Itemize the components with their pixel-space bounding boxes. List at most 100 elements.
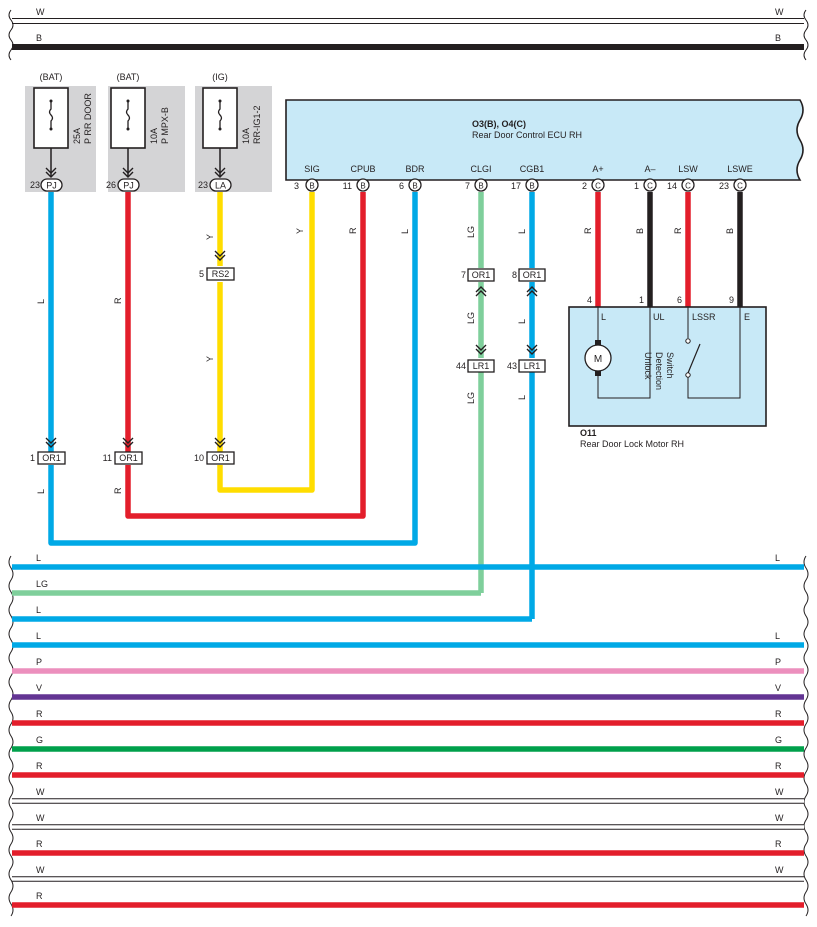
arrow-up-icon	[526, 286, 538, 297]
connector-code: C	[685, 182, 691, 191]
fuse-name: P MPX-B	[160, 107, 170, 144]
break-mark-right	[803, 555, 809, 917]
connector-code: B	[529, 182, 534, 191]
bus-label-left: LG	[36, 579, 48, 589]
connector-code: C	[737, 182, 743, 191]
terminal-label: SIG	[304, 164, 320, 174]
wire-label: LG	[466, 312, 476, 324]
break-mark-left	[8, 555, 14, 917]
fuse-rating: 10A	[149, 128, 159, 144]
junction-connectors: 5 RS2 7 OR1 8 OR1 44 LR1 43 LR1 1 OR1 11…	[30, 250, 546, 465]
bus-label-left: R	[36, 891, 43, 901]
connector-pin	[356, 178, 370, 192]
pin-number: 1	[30, 453, 35, 463]
wire-label: R	[583, 227, 593, 234]
bus-label-left: L	[36, 605, 41, 615]
ecu-rear-door-control: O3(B), O4(C) Rear Door Control ECU RH	[285, 99, 804, 181]
connector-code: LA	[215, 181, 226, 191]
connector-code: B	[360, 182, 365, 191]
connector-code: C	[647, 182, 653, 191]
arrow-up-icon	[475, 286, 487, 297]
bus-label-right: W	[775, 787, 784, 797]
bus-label-right: L	[775, 631, 780, 641]
bus-label-left: G	[36, 735, 43, 745]
terminal-label: LSW	[678, 164, 698, 174]
pin-number: 23	[30, 180, 40, 190]
connector-code: OR1	[211, 453, 230, 463]
connector-code: LR1	[524, 361, 541, 371]
pin-number: 9	[729, 295, 734, 305]
bus-label-left: R	[36, 709, 43, 719]
wire-label: Y	[205, 234, 215, 240]
connector-pin	[209, 178, 232, 192]
pin-number: 1	[639, 295, 644, 305]
pin-number: 8	[512, 270, 517, 280]
connector-code: B	[478, 182, 483, 191]
fuse-3	[202, 87, 238, 149]
motor-circuit	[597, 307, 651, 399]
wire-label: L	[517, 319, 527, 324]
terminal-label: CLGI	[470, 164, 491, 174]
wire-r-cpub	[125, 192, 366, 519]
arrow-down-icon	[526, 344, 538, 355]
fuse-contact	[218, 99, 222, 103]
connector-code: PJ	[46, 181, 57, 191]
switch-icon	[687, 343, 701, 374]
fuse-name: RR-IG1-2	[252, 105, 262, 144]
connector-code: OR1	[523, 270, 542, 280]
pin-number: 6	[677, 295, 682, 305]
wire-label: LG	[466, 226, 476, 238]
fuse-rating: 25A	[72, 128, 82, 144]
bus-label-left: R	[36, 761, 43, 771]
ecu-terminals: SIG 3 B CPUB 11 B BDR 6 B CLGI 7 B CGB1 …	[294, 164, 753, 192]
wire-label: L	[36, 489, 46, 494]
fuse-contact	[126, 127, 130, 131]
bus-label-left: W	[36, 787, 45, 797]
connector-code: LR1	[473, 361, 490, 371]
connector-pin	[681, 178, 695, 192]
fuse-contact	[49, 99, 53, 103]
pin-number: 7	[465, 181, 470, 191]
motor-terminal: E	[744, 312, 750, 322]
motor-id: O11	[580, 428, 597, 438]
pin-number: 26	[106, 180, 116, 190]
wire-label: R	[113, 487, 123, 494]
fuse-icon	[217, 101, 223, 129]
connector-pin	[591, 178, 605, 192]
wire-label: R	[348, 227, 358, 234]
fuse-contact	[126, 99, 130, 103]
junction-box	[467, 268, 495, 282]
pin-number: 7	[461, 270, 466, 280]
connector-pin	[305, 178, 319, 192]
wire-label: Y	[295, 228, 305, 234]
bus-label-left: W	[36, 813, 45, 823]
break-mark-right	[803, 9, 809, 61]
connector-pin	[525, 178, 539, 192]
pin-number: 5	[199, 269, 204, 279]
wire-label: L	[517, 395, 527, 400]
pin-number: 23	[719, 181, 729, 191]
bus-label-right: G	[775, 735, 782, 745]
connector-pin	[408, 178, 422, 192]
break-mark-left	[8, 9, 14, 61]
wire-label: L	[517, 229, 527, 234]
connector-pin	[733, 178, 747, 192]
pin-number: 3	[294, 181, 299, 191]
fuse-contact	[218, 127, 222, 131]
fuse-icon	[48, 101, 54, 129]
pin-number: 17	[511, 181, 521, 191]
bus-label-right: R	[775, 709, 782, 719]
bus-label-right: W	[775, 813, 784, 823]
arrow-down-icon	[214, 167, 226, 178]
junction-box	[206, 267, 235, 281]
pin-number: 1	[634, 181, 639, 191]
connector-pin	[117, 178, 140, 192]
bus-label-right: W	[775, 7, 784, 17]
junction-box	[467, 359, 495, 373]
bus-label-right: V	[775, 683, 781, 693]
pin-number: 11	[343, 181, 352, 191]
wire-label: R	[113, 297, 123, 304]
connector-code: OR1	[42, 453, 61, 463]
terminal-label: A+	[592, 164, 603, 174]
connector-pin	[40, 178, 63, 192]
